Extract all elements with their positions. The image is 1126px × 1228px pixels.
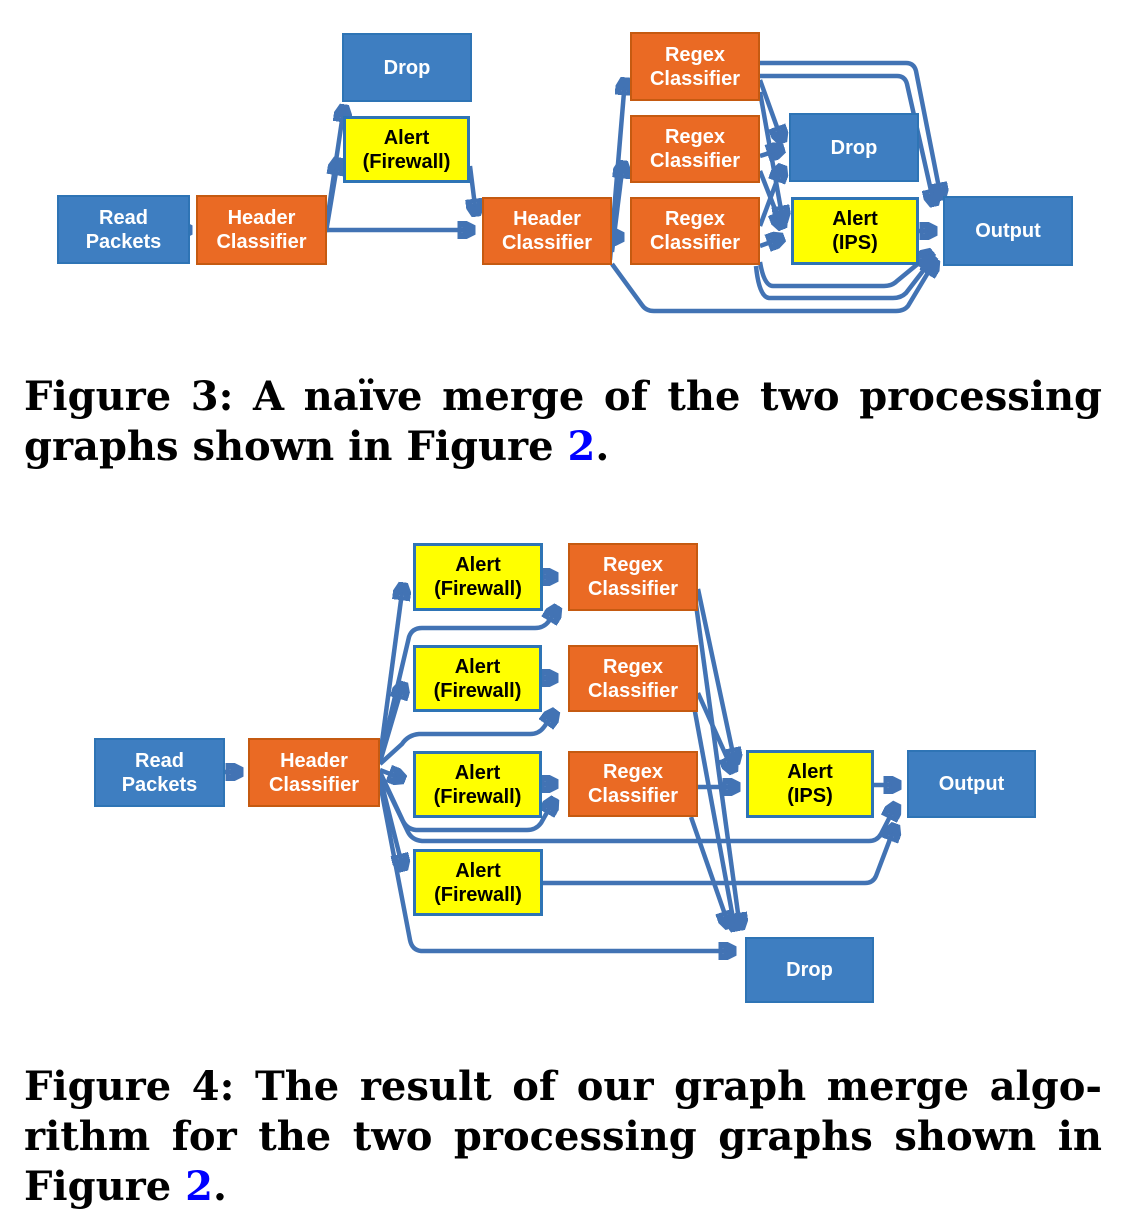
node-label: Header Classifier	[501, 208, 593, 254]
caption-line: Figure 3: A naïve merge of the two proce…	[24, 372, 1102, 422]
node-label: Alert (IPS)	[787, 761, 833, 807]
figure3-node-read-packets: Read Packets	[57, 195, 190, 264]
caption-line: Figure 4: The result of our graph merge …	[24, 1062, 1102, 1112]
caption-line: rithm for the two processing graphs show…	[24, 1112, 1102, 1162]
figure3-node-drop-a: Drop	[342, 33, 472, 102]
node-label: Output	[938, 773, 1005, 795]
node-label: Drop	[383, 56, 431, 79]
caption-text: Figure 4: The result of our graph merge …	[24, 1063, 1102, 1110]
figure3-node-alert-firewall: Alert (Firewall)	[343, 116, 470, 183]
caption-text: rithm for the two processing graphs show…	[24, 1113, 1102, 1160]
node-label: Regex Classifier	[587, 655, 679, 702]
figure4-node-alert-ips: Alert (IPS)	[746, 750, 874, 818]
node-label: Alert (Firewall)	[433, 655, 522, 702]
node-label: Read Packets	[85, 206, 162, 253]
caption-line: Figure 2.	[24, 1162, 1102, 1212]
figure3-caption: Figure 3: A naïve merge of the two proce…	[24, 372, 1102, 472]
node-label: Drop	[830, 136, 878, 159]
figure4-node-regex-classifier-a: Regex Classifier	[568, 543, 698, 611]
node-label: Drop	[786, 959, 833, 981]
node-label: Regex Classifier	[587, 554, 679, 600]
figure2-link[interactable]: 2	[185, 1163, 213, 1210]
figure4-caption: Figure 4: The result of our graph merge …	[24, 1062, 1102, 1212]
figure3-node-alert-ips: Alert (IPS)	[791, 197, 919, 265]
figure4-node-drop: Drop	[745, 937, 874, 1003]
node-label: Output	[975, 220, 1041, 242]
figure3-node-header-classifier-1: Header Classifier	[196, 195, 327, 265]
figure4-node-alert-firewall-2: Alert (Firewall)	[413, 645, 542, 712]
node-label: Regex Classifier	[649, 43, 741, 90]
node-label: Header Classifier	[216, 207, 307, 253]
caption-line: graphs shown in Figure 2.	[24, 422, 1102, 472]
figure4-node-regex-classifier-c: Regex Classifier	[568, 751, 698, 817]
node-label: Regex Classifier	[587, 761, 679, 807]
node-label: Header Classifier	[268, 749, 360, 796]
node-label: Alert (Firewall)	[433, 761, 522, 808]
node-label: Read Packets	[121, 749, 198, 796]
figure4-node-regex-classifier-b: Regex Classifier	[568, 645, 698, 712]
node-label: Alert (IPS)	[832, 208, 878, 254]
figure3-node-output: Output	[943, 196, 1073, 266]
figure4-node-alert-firewall-1: Alert (Firewall)	[413, 543, 543, 611]
caption-text: Figure 3: A naïve merge of the two proce…	[24, 373, 1102, 420]
node-label: Regex Classifier	[649, 126, 741, 172]
caption-text: .	[212, 1163, 227, 1210]
figure4-node-alert-firewall-3: Alert (Firewall)	[413, 751, 542, 818]
node-label: Alert (Firewall)	[434, 554, 522, 600]
figure3-node-regex-classifier-c: Regex Classifier	[630, 197, 760, 265]
node-label: Alert (Firewall)	[434, 859, 522, 906]
figure4-node-alert-firewall-4: Alert (Firewall)	[413, 849, 543, 916]
node-label: Regex Classifier	[649, 208, 741, 254]
figure4-node-header-classifier: Header Classifier	[248, 738, 380, 807]
figure4-node-output: Output	[907, 750, 1036, 818]
caption-text: graphs shown in Figure	[24, 423, 568, 470]
node-label: Alert (Firewall)	[362, 126, 451, 173]
figure2-link[interactable]: 2	[567, 423, 596, 470]
figure3-node-header-classifier-2: Header Classifier	[482, 197, 612, 265]
figure3-node-regex-classifier-a: Regex Classifier	[630, 32, 760, 101]
caption-text: .	[595, 423, 610, 470]
figure3-node-regex-classifier-b: Regex Classifier	[630, 115, 760, 183]
figure4-node-read-packets: Read Packets	[94, 738, 225, 807]
caption-text: Figure	[24, 1163, 186, 1210]
figure3-node-drop-b: Drop	[789, 113, 919, 182]
